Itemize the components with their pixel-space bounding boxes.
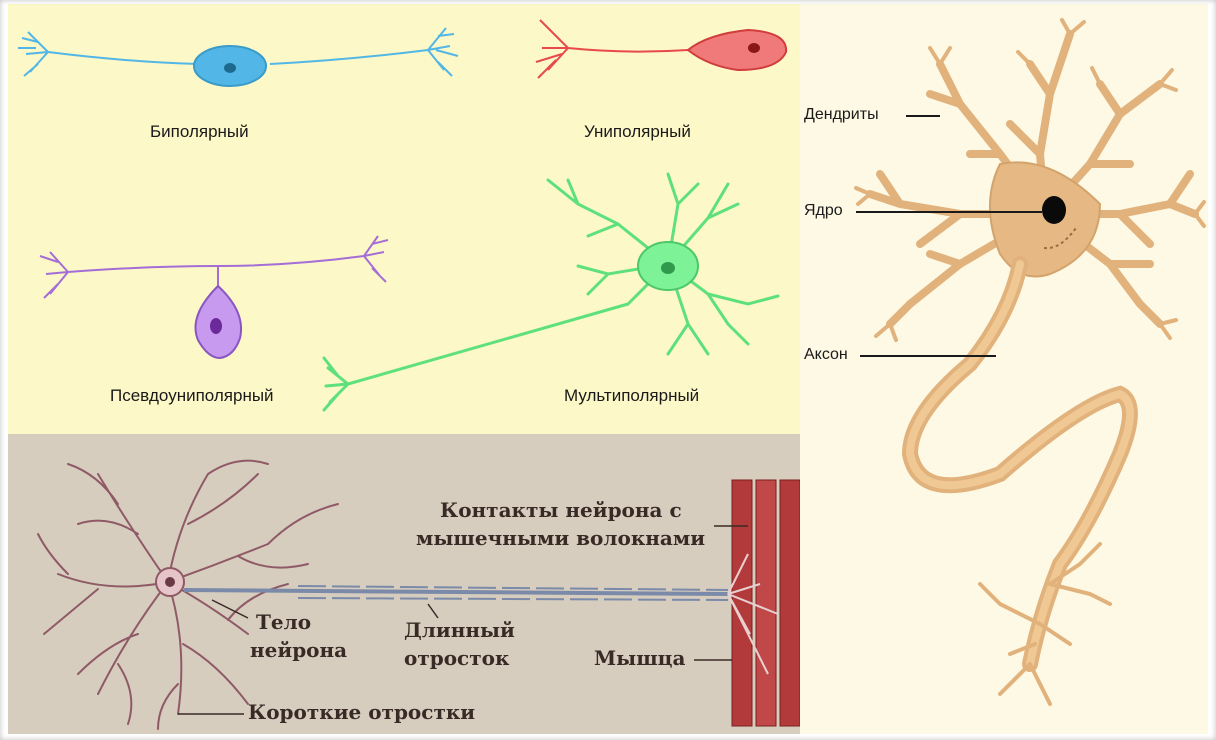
pseudounipolar-neuron — [40, 236, 388, 358]
label-long-line2: отросток — [404, 646, 509, 670]
multipolar-neuron — [324, 174, 778, 410]
label-contacts-line2: мышечными волокнами — [416, 526, 705, 550]
label-body-line2: нейрона — [250, 638, 347, 662]
label-contacts-line1: Контакты нейрона с — [440, 498, 682, 522]
unipolar-neuron — [536, 20, 786, 78]
neuron-types-panel: Биполярный Униполярный Псевдоуниполярный… — [8, 4, 800, 434]
label-long-line1: Длинный — [404, 618, 515, 642]
label-short-processes: Короткие отростки — [248, 700, 475, 724]
label-nucleus: Ядро — [804, 202, 843, 220]
label-unipolar: Униполярный — [584, 122, 691, 142]
anatomy-axon — [910, 264, 1130, 664]
label-multipolar: Мультиполярный — [564, 386, 699, 406]
neuron-dendrites — [38, 461, 338, 729]
soma-nucleus — [165, 577, 175, 587]
label-muscle: Мышца — [594, 646, 685, 670]
label-dendrites: Дендриты — [804, 106, 879, 124]
label-axon: Аксон — [804, 346, 848, 364]
bipolar-neuron — [18, 28, 458, 86]
neuron-anatomy-panel: Дендриты Ядро Аксон — [800, 4, 1208, 734]
anatomy-nucleus — [1042, 196, 1066, 224]
label-body-line1: Тело — [256, 610, 311, 634]
anatomy-soma — [990, 162, 1100, 276]
muscle-fibers — [728, 480, 800, 726]
label-bipolar: Биполярный — [150, 122, 249, 142]
label-pseudounipolar: Псевдоуниполярный — [110, 386, 274, 406]
long-axon — [184, 586, 728, 600]
motor-neuron-drawing — [8, 434, 800, 734]
motor-neuron-panel: Контакты нейрона с мышечными волокнами Т… — [8, 434, 800, 734]
neuron-types-drawing — [8, 4, 800, 434]
